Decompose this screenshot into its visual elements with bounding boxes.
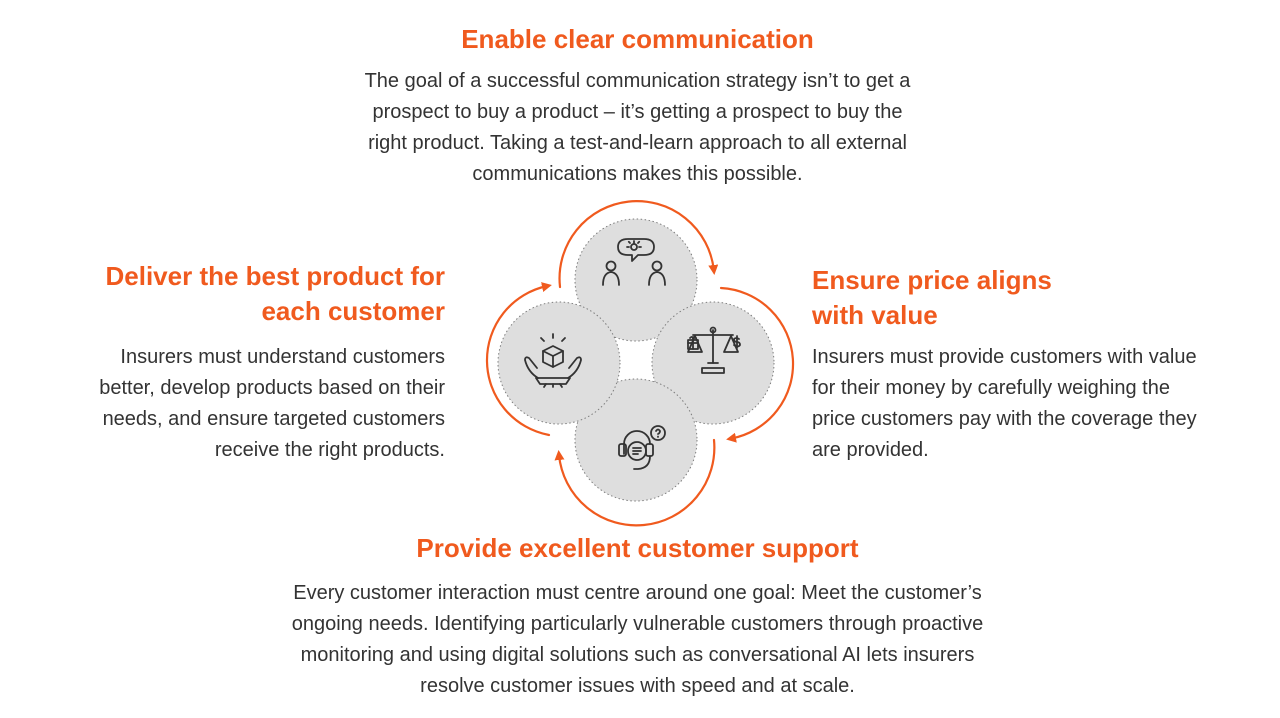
idea-discussion-icon <box>602 238 666 286</box>
product-heading-line: each customer <box>261 296 445 326</box>
communication-text: The goal of a successful communication s… <box>300 66 975 190</box>
communication-text-line: right product. Taking a test-and-learn a… <box>368 132 907 154</box>
support-text: Every customer interaction must centre a… <box>200 578 1075 702</box>
support-circle <box>574 378 698 502</box>
product-text-line: Insurers must understand customers <box>120 346 445 368</box>
communication-text-line: The goal of a successful communication s… <box>364 70 911 92</box>
product-heading: Deliver the best product for each custom… <box>60 259 446 329</box>
cycle-arrow-bottom <box>554 438 716 527</box>
product-text: Insurers must understand customers bette… <box>40 342 445 466</box>
price-heading-line: Ensure price aligns <box>812 265 1052 295</box>
price-text-line: are provided. <box>812 439 929 461</box>
product-text-line: receive the right products. <box>214 439 445 461</box>
price-text: Insurers must provide customers with val… <box>812 342 1252 466</box>
product-in-hands-icon <box>524 333 582 388</box>
price-text-line: price customers pay with the coverage th… <box>812 408 1197 430</box>
four-circle-cycle-diagram <box>485 200 795 527</box>
support-text-line: Every customer interaction must centre a… <box>293 582 982 604</box>
price-heading-line: with value <box>812 300 938 330</box>
price-text-line: Insurers must provide customers with val… <box>812 346 1197 368</box>
cycle-arrow-left <box>485 282 552 437</box>
communication-text-line: prospect to buy a product – it’s getting… <box>372 101 903 123</box>
cycle-arrow-right <box>719 286 795 443</box>
communication-circle <box>574 218 698 342</box>
communication-text-line: communications makes this possible. <box>472 163 803 185</box>
support-heading: Provide excellent customer support <box>416 533 859 563</box>
price-heading: Ensure price aligns with value <box>812 263 1212 333</box>
product-text-line: needs, and ensure targeted customers <box>102 408 445 430</box>
product-text-line: better, develop products based on their <box>99 377 445 399</box>
price-balance-scale-icon <box>687 326 741 374</box>
price-text-line: for their money by carefully weighing th… <box>812 377 1170 399</box>
support-text-line: monitoring and using digital solutions s… <box>300 644 975 666</box>
support-text-line: ongoing needs. Identifying particularly … <box>291 613 984 635</box>
support-text-line: resolve customer issues with speed and a… <box>420 675 855 697</box>
customer-support-headset-icon <box>618 425 666 470</box>
product-heading-line: Deliver the best product for <box>105 261 446 291</box>
communication-heading: Enable clear communication <box>461 24 814 54</box>
cycle-arrow-top <box>558 200 719 289</box>
